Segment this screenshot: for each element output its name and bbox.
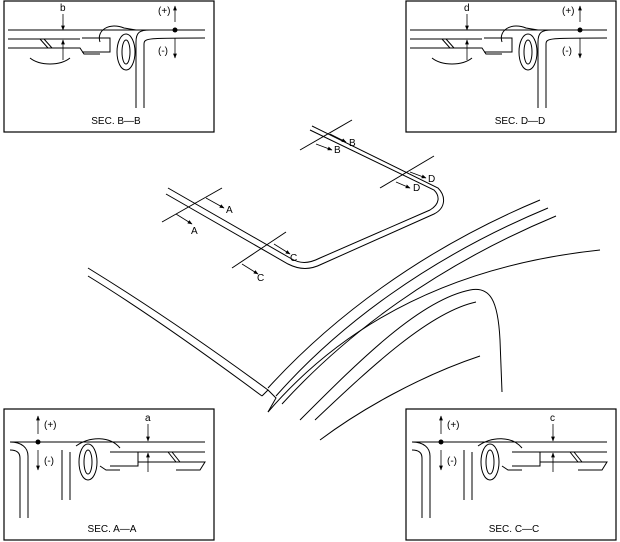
dimension-label: b: [60, 3, 66, 14]
callout-b-upper: B: [349, 138, 356, 149]
plus-label: (+): [44, 420, 57, 431]
callout-a-lower: A: [191, 226, 198, 237]
section-title: SEC. B—B: [91, 116, 141, 127]
callout-d-upper: D: [428, 174, 435, 185]
minus-label: (-): [44, 456, 54, 467]
panel-frame: [3, 408, 215, 541]
section-title: SEC. D—D: [495, 116, 546, 127]
dimension-label: d: [464, 3, 470, 14]
panel-section-d: d (+) (-) SEC. D—D: [405, 0, 617, 133]
callout-c-lower: C: [257, 273, 264, 284]
minus-label: (-): [158, 46, 168, 57]
plus-label: (+): [447, 420, 460, 431]
callout-b-lower: B: [334, 145, 341, 156]
dimension-label: a: [145, 413, 151, 424]
minus-label: (-): [447, 456, 457, 467]
panel-frame: [3, 0, 215, 133]
section-title: SEC. A—A: [88, 524, 137, 535]
sunroof-glass-outline: [165, 125, 444, 269]
section-title: SEC. C—C: [489, 524, 540, 535]
panel-section-b: b (+) (-) SEC. B—B: [3, 0, 215, 133]
callout-c-upper: C: [290, 253, 297, 264]
roof-illustration: [87, 199, 601, 441]
callout-d-lower: D: [413, 183, 420, 194]
plus-label: (+): [158, 6, 171, 17]
panel-frame: [405, 408, 617, 541]
panel-frame: [405, 0, 617, 133]
minus-label: (-): [562, 46, 572, 57]
callout-a-upper: A: [226, 205, 233, 216]
panel-section-c: c (+) (-) SEC. C—C: [405, 408, 617, 541]
section-cut-lines: A A C C B B D D: [161, 119, 435, 284]
plus-label: (+): [562, 6, 575, 17]
dimension-label: c: [550, 413, 555, 424]
panel-section-a: a (+) (-) SEC. A—A: [3, 408, 215, 541]
